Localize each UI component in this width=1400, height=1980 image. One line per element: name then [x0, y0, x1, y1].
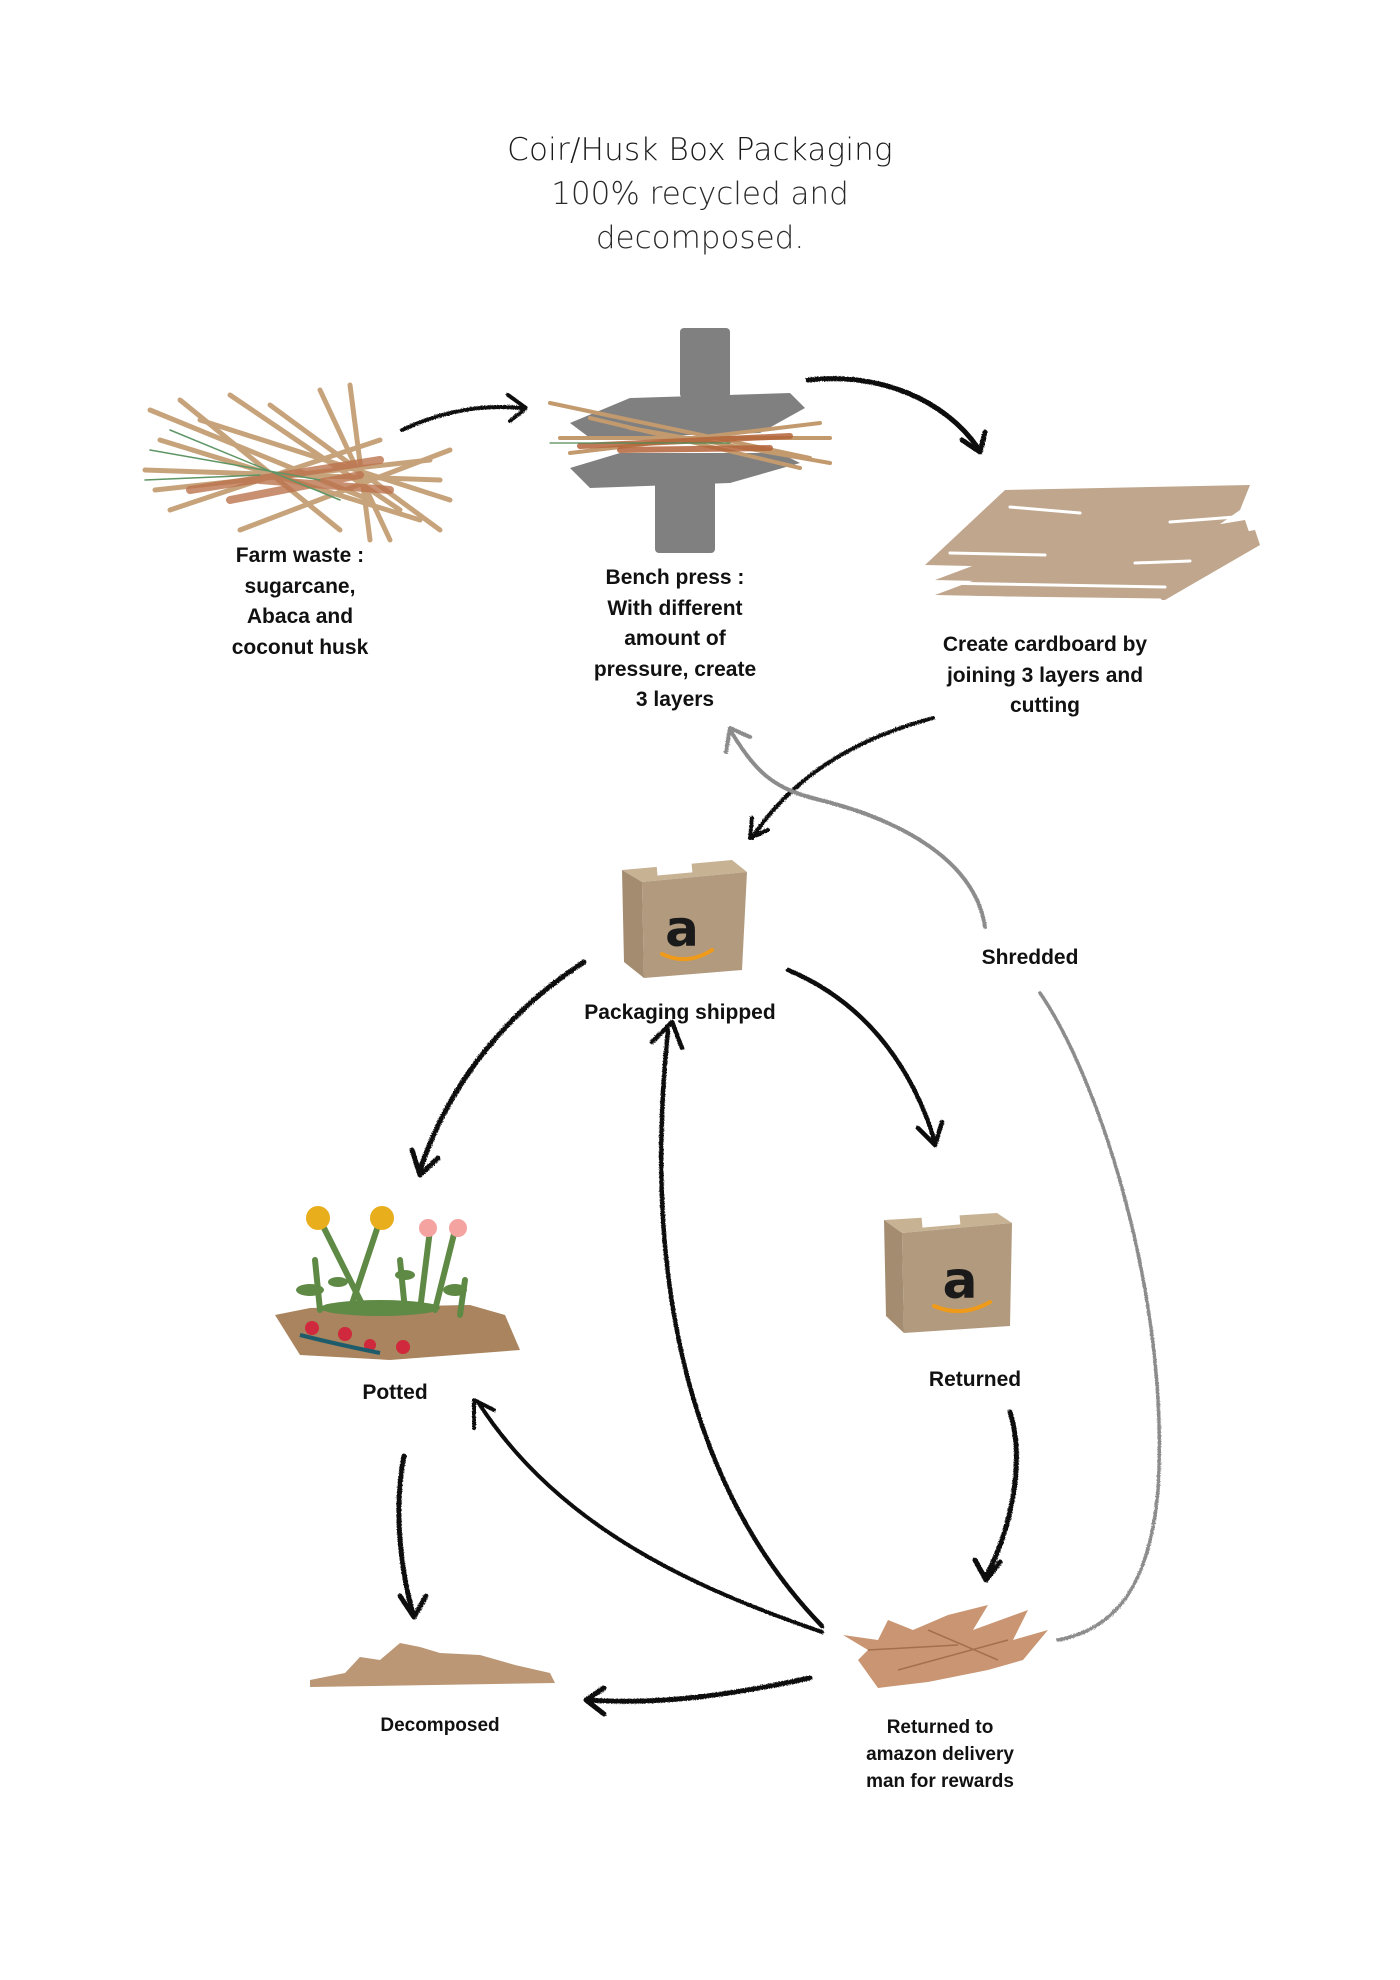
arrow-packaging-to-returned	[785, 967, 945, 1148]
diagram-subtitle-line1: 100% recycled and	[551, 176, 849, 212]
arrow-shredded-to-bench	[724, 726, 987, 929]
arrow-delivery-to-packaging	[649, 1019, 825, 1629]
svg-text:a: a	[665, 900, 699, 958]
node-label-returned-delivery: Returned to amazon delivery man for rewa…	[866, 1717, 1014, 1792]
svg-text:a: a	[942, 1251, 977, 1311]
shredded-husk-icon	[843, 1605, 1048, 1688]
arrow-delivery-to-decomposed	[583, 1675, 813, 1717]
cardboard-layers-icon	[925, 485, 1260, 602]
potted-plants-icon	[275, 1206, 520, 1360]
arrow-potted-to-decomposed	[396, 1453, 429, 1620]
straw-fibers-icon	[142, 382, 453, 543]
arrow-bench-to-cardboard	[805, 376, 988, 455]
amazon-box-icon-returned: a	[884, 1213, 1012, 1333]
node-label-shredded: Shredded	[981, 946, 1079, 969]
node-label-bench-press: Bench press : With different amount of p…	[593, 566, 757, 711]
diagram-title: Coir/Husk Box Packaging	[507, 132, 893, 168]
arrow-delivery-to-shredded	[1038, 991, 1162, 1642]
arrow-cardboard-to-packaging	[748, 716, 935, 840]
node-label-packaging-shipped: Packaging shipped	[584, 1001, 776, 1024]
node-label-potted: Potted	[362, 1381, 428, 1404]
node-label-cardboard: Create cardboard by joining 3 layers and…	[942, 633, 1148, 717]
bench-press-icon	[548, 328, 832, 553]
arrow-returned-to-delivery	[972, 1409, 1019, 1583]
node-label-decomposed: Decomposed	[380, 1715, 500, 1736]
arrow-delivery-to-potted	[472, 1398, 824, 1634]
amazon-box-icon-shipped: a	[622, 860, 747, 978]
node-label-farm-waste: Farm waste : sugarcane, Abaca and coconu…	[231, 544, 369, 659]
node-label-returned: Returned	[928, 1368, 1022, 1391]
arrow-packaging-to-potted	[409, 959, 587, 1178]
diagram-subtitle-line2: decomposed.	[595, 220, 805, 256]
title-block: Coir/Husk Box Packaging 100% recycled an…	[0, 128, 1400, 260]
arrow-farm-to-bench	[400, 393, 528, 432]
soil-pile-icon	[310, 1643, 555, 1687]
